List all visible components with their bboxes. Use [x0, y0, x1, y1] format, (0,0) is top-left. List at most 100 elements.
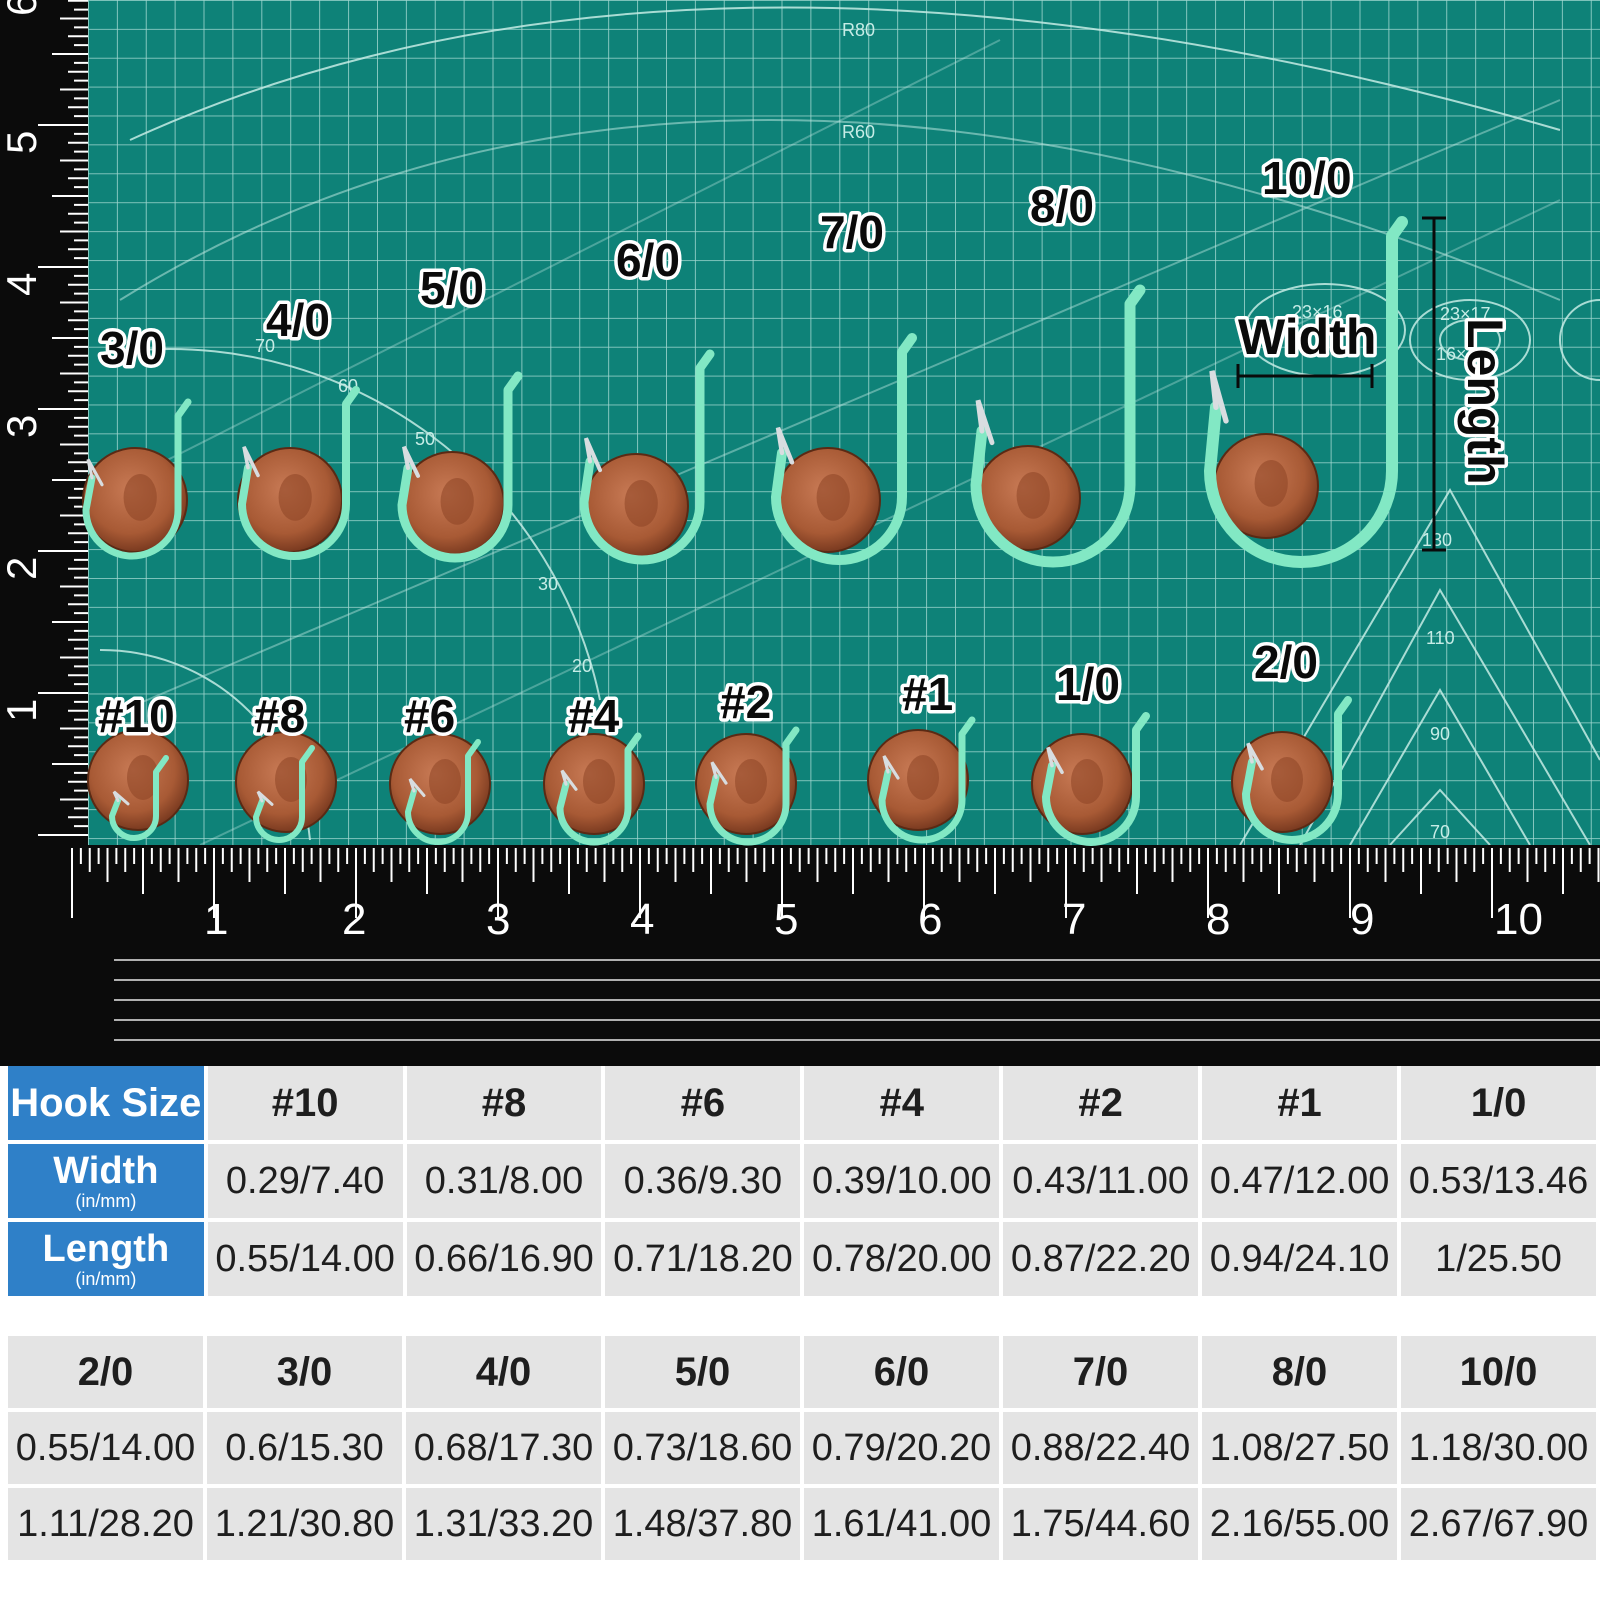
size-cell: #6: [605, 1066, 801, 1140]
table-row: 0.55/14.00 0.6/15.30 0.68/17.30 0.73/18.…: [8, 1412, 1596, 1484]
ruler-number: 3: [486, 895, 510, 944]
header-text: Length: [42, 1228, 170, 1270]
length-cell: 0.66/16.90: [406, 1222, 602, 1296]
fish-hook: [970, 284, 1146, 568]
size-table-large: 2/0 3/0 4/0 5/0 6/0 7/0 8/0 10/0 0.55/14…: [4, 1332, 1600, 1564]
hook-barb: [1209, 370, 1229, 424]
size-cell: #4: [804, 1066, 1000, 1140]
width-header: Width(in/mm): [8, 1144, 204, 1218]
size-cell: 8/0: [1202, 1336, 1397, 1408]
fish-hook: [1204, 216, 1408, 568]
length-cell: 1.75/44.60: [1003, 1488, 1198, 1560]
size-cell: 10/0: [1401, 1336, 1596, 1408]
length-label: Length: [1457, 318, 1513, 485]
length-cell: 1.11/28.20: [8, 1488, 203, 1560]
table-row: Hook Size #10 #8 #6 #4 #2 #1 1/0: [8, 1066, 1596, 1140]
ruler-number: 5: [0, 131, 45, 154]
penny-portrait: [1016, 472, 1050, 519]
penny-portrait: [1271, 757, 1303, 802]
size-cell: 7/0: [1003, 1336, 1198, 1408]
hook-label-6-0: 6/0: [616, 234, 680, 286]
table-row: Length(in/mm) 0.55/14.00 0.66/16.90 0.71…: [8, 1222, 1596, 1296]
width-cell: 0.68/17.30: [406, 1412, 601, 1484]
ruler-number: 4: [630, 895, 654, 944]
fish-hook: [556, 732, 642, 846]
ruler-number: 10: [1494, 895, 1543, 944]
penny-portrait: [583, 759, 615, 804]
length-cell: 1.48/37.80: [605, 1488, 800, 1560]
hook-barb: [242, 446, 260, 478]
ruler-number: 8: [1206, 895, 1230, 944]
width-cell: 0.36/9.30: [605, 1144, 801, 1218]
mat-tick-label: 20: [572, 656, 592, 676]
mat-right-number: 90: [1430, 724, 1450, 744]
hook-barb: [560, 769, 578, 791]
hook-label-4: #4: [568, 690, 620, 742]
ruler-number: 6: [0, 0, 45, 16]
length-cell: 1.31/33.20: [406, 1488, 601, 1560]
hook-label-10: #10: [98, 690, 175, 742]
fish-hook: [397, 371, 523, 563]
penny-portrait: [735, 759, 767, 804]
fish-hook: [771, 333, 917, 565]
ruler-number: 5: [774, 895, 798, 944]
header-text: Hook Size: [10, 1081, 202, 1125]
hook-label-7-0: 7/0: [820, 206, 884, 258]
width-cell: 0.79/20.20: [804, 1412, 999, 1484]
mat-right-number: 70: [1430, 822, 1450, 842]
penny-portrait: [624, 480, 658, 527]
hook-barb: [775, 426, 795, 465]
penny-portrait: [907, 755, 939, 800]
hook-barb: [402, 445, 421, 478]
length-header: Length(in/mm): [8, 1222, 204, 1296]
hook-barb: [112, 790, 130, 806]
length-cell: 0.71/18.20: [605, 1222, 801, 1296]
left-ruler: 1 2 3 4 5 6: [0, 0, 88, 848]
length-annotation: [1422, 216, 1446, 552]
arc-label: R60: [842, 122, 875, 142]
length-cell: 1.61/41.00: [804, 1488, 999, 1560]
hook-barb: [710, 761, 728, 785]
fish-hook: [253, 745, 315, 843]
size-table-small: Hook Size #10 #8 #6 #4 #2 #1 1/0 Width(i…: [4, 1062, 1600, 1300]
hook-label-10-0: 10/0: [1262, 152, 1352, 204]
hook-label-8: #8: [254, 690, 305, 742]
width-cell: 0.47/12.00: [1202, 1144, 1398, 1218]
mat-tick-label: 50: [415, 429, 435, 449]
header-text: Width: [53, 1150, 159, 1192]
width-cell: 1.08/27.50: [1202, 1412, 1397, 1484]
length-cell: 0.87/22.20: [1003, 1222, 1199, 1296]
size-cell: 5/0: [605, 1336, 800, 1408]
width-cell: 0.43/11.00: [1003, 1144, 1199, 1218]
ruler-number: 2: [342, 895, 366, 944]
width-cell: 0.6/15.30: [207, 1412, 402, 1484]
width-cell: 0.55/14.00: [8, 1412, 203, 1484]
hook-size-photo: R80 R60 70 60 50 30 20 130 110 90 70 23×…: [0, 0, 1600, 1066]
hook-barb: [408, 778, 426, 797]
size-cell: 6/0: [804, 1336, 999, 1408]
penny-portrait: [127, 755, 159, 800]
fish-hook: [82, 398, 192, 560]
hook-label-4-0: 4/0: [266, 294, 330, 346]
size-cell: #8: [406, 1066, 602, 1140]
bottom-ruler: 1 2 3 4 5 6 7 8 9 10: [0, 845, 1600, 1066]
width-cell: 0.73/18.60: [605, 1412, 800, 1484]
hook-barb: [975, 399, 995, 446]
hook-label-3-0: 3/0: [100, 322, 164, 374]
hook-label-1: #1: [902, 668, 953, 720]
ruler-number: 9: [1350, 895, 1374, 944]
size-cell: #10: [207, 1066, 403, 1140]
table-row: 2/0 3/0 4/0 5/0 6/0 7/0 8/0 10/0: [8, 1336, 1596, 1408]
mat-right-number: 110: [1426, 628, 1455, 648]
hook-label-5-0: 5/0: [420, 262, 484, 314]
unit-text: (in/mm): [75, 1191, 137, 1211]
penny-portrait: [123, 474, 157, 521]
mat-box-label: 16×10: [1436, 344, 1487, 364]
penny-portrait: [278, 474, 312, 521]
fish-hook: [878, 716, 976, 844]
width-annotation: [1236, 364, 1374, 388]
hook-barb: [256, 790, 274, 806]
ruler-number: 6: [918, 895, 942, 944]
size-cell: #1: [1202, 1066, 1398, 1140]
ruler-number: 1: [0, 699, 45, 722]
